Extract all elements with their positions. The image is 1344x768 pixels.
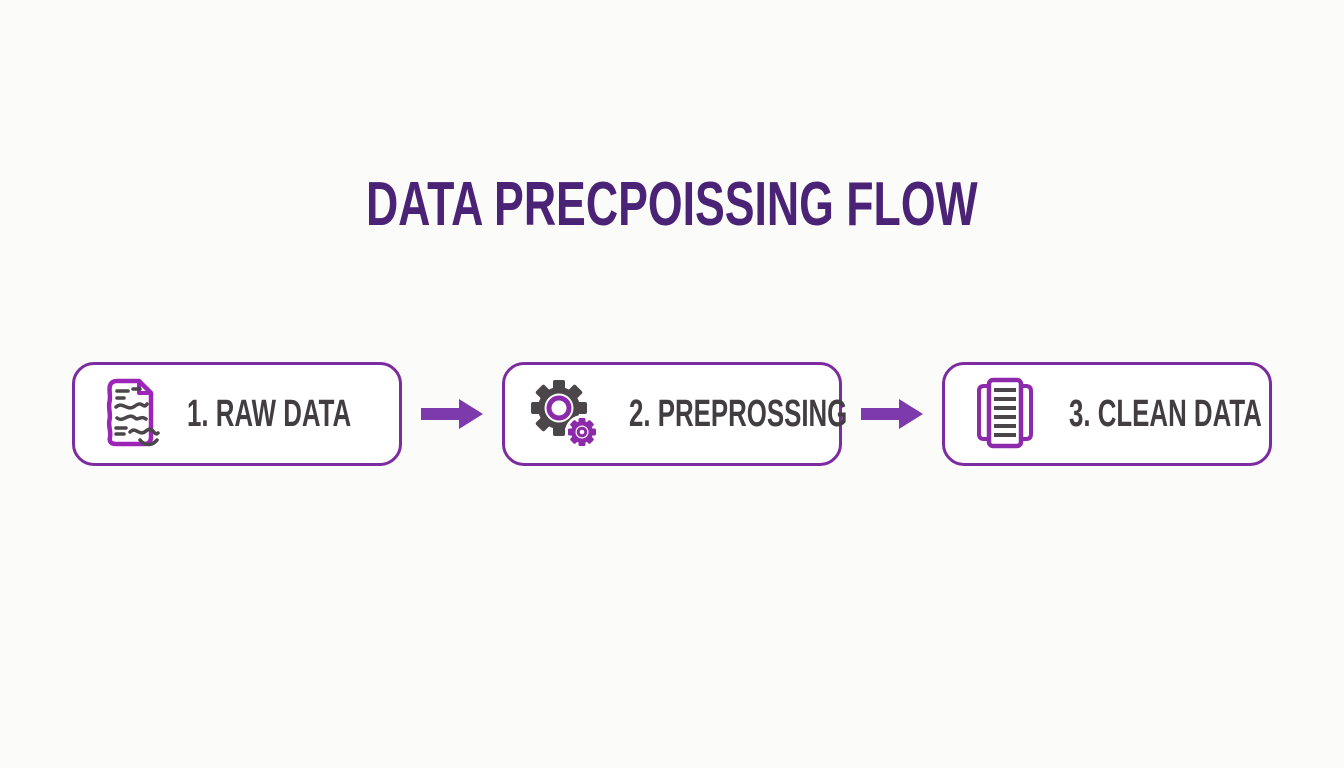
step-box-preprocessing: 2. PREPROSSING: [502, 362, 847, 466]
clean-data-document-icon: [977, 377, 1033, 449]
gears-icon: [531, 380, 599, 449]
diagram-header: DATA PRECPOISSING FLOW: [0, 174, 1344, 236]
diagram-title: DATA PRECPOISSING FLOW: [366, 170, 978, 239]
right-arrow-icon: [421, 399, 483, 429]
step-box-raw-data: 1. RAW DATA: [72, 362, 402, 466]
right-arrow-icon: [861, 399, 923, 429]
step-label-clean-data: 3. CLEAN DATA: [1069, 392, 1262, 435]
step-box-clean-data: 3. CLEAN DATA: [942, 362, 1272, 466]
flow-row: 1. RAW DATA: [0, 362, 1344, 466]
step-label-raw-data: 1. RAW DATA: [187, 392, 352, 435]
raw-data-document-icon: [106, 378, 160, 447]
step-label-preprocessing: 2. PREPROSSING: [629, 392, 848, 435]
